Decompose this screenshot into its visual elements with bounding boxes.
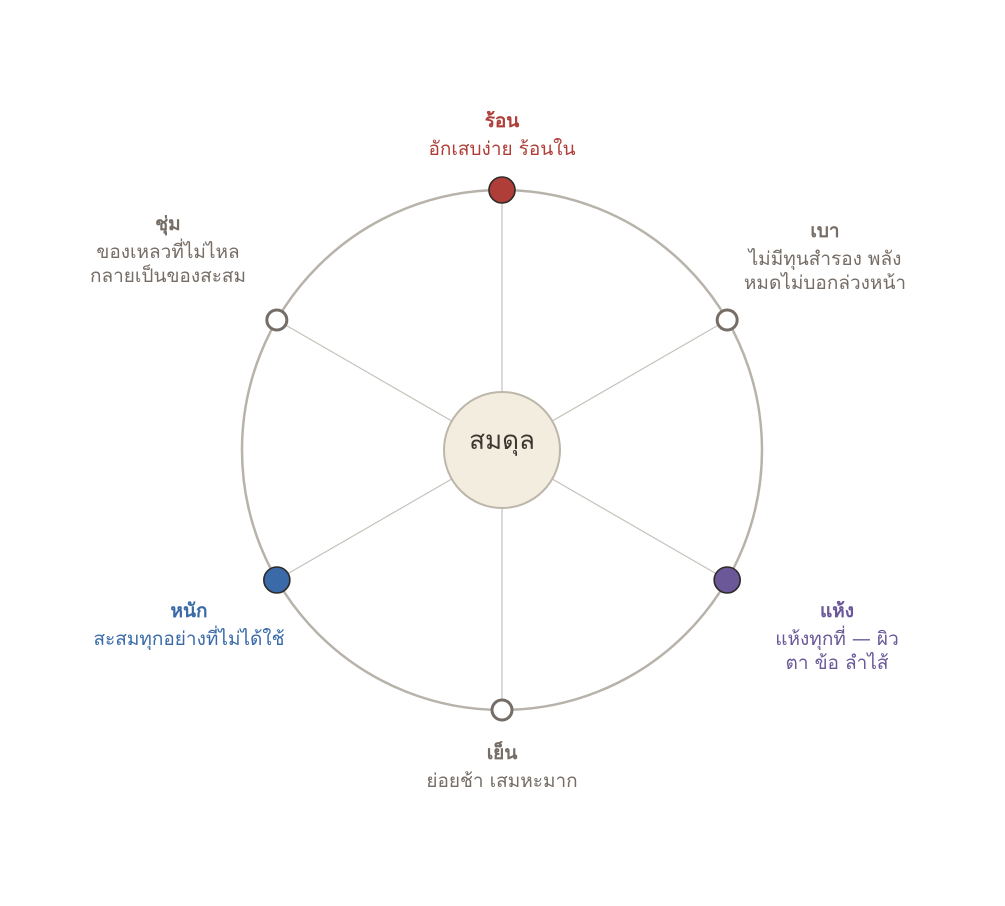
node-desc-line: ไม่มีทุนสำรอง พลัง [748,247,902,270]
node-dot-damp [265,308,289,332]
node-label-hot: ร้อน อักเสบง่าย ร้อนใน [402,110,602,162]
node-title-hot: ร้อน [484,110,520,132]
node-dot-hot [488,176,516,204]
node-desc-damp: ของเหลวที่ไม่ไหล กลายเป็นของสะสม [58,241,278,289]
center-label: สมดุล [469,426,535,456]
node-label-damp: ชุ่ม ของเหลวที่ไม่ไหล กลายเป็นของสะสม [58,213,278,288]
node-label-light: เบา ไม่มีทุนสำรอง พลัง หมดไม่บอกล่วงหน้า [715,220,935,295]
node-label-cold: เย็น ย่อยช้า เสมหะมาก [392,742,612,794]
node-desc-line: ย่อยช้า เสมหะมาก [426,769,578,792]
node-desc-line: อักเสบง่าย ร้อนใน [428,137,576,160]
node-desc-line: ของเหลวที่ไม่ไหล [96,240,240,263]
node-desc-heavy: สะสมทุกอย่างที่ไม่ได้ใช้ [64,628,314,652]
center-hub [443,391,561,509]
node-dot-dry [713,566,741,594]
node-title-dry: แห้ง [819,600,855,622]
node-title-heavy: หนัก [170,600,208,622]
node-title-damp: ชุ่ม [155,213,181,235]
node-desc-dry: แห้งทุกที่ — ผิว ตา ข้อ ลำไส้ [737,628,937,676]
node-desc-hot: อักเสบง่าย ร้อนใน [402,138,602,162]
node-dot-light [715,308,739,332]
node-desc-cold: ย่อยช้า เสมหะมาก [392,770,612,794]
node-desc-line: สะสมทุกอย่างที่ไม่ได้ใช้ [93,627,285,650]
node-dot-heavy [263,566,291,594]
node-title-light: เบา [810,220,840,242]
node-desc-line: แห้งทุกที่ — ผิว [775,627,899,650]
node-title-cold: เย็น [486,742,518,764]
node-dots [263,176,741,722]
node-desc-line: หมดไม่บอกล่วงหน้า [743,271,907,294]
node-dot-cold [490,698,514,722]
node-desc-light: ไม่มีทุนสำรอง พลัง หมดไม่บอกล่วงหน้า [715,248,935,296]
node-desc-line: กลายเป็นของสะสม [89,264,247,287]
node-label-dry: แห้ง แห้งทุกที่ — ผิว ตา ข้อ ลำไส้ [737,600,937,675]
node-label-heavy: หนัก สะสมทุกอย่างที่ไม่ได้ใช้ [64,600,314,652]
node-desc-line: ตา ข้อ ลำไส้ [785,651,889,674]
